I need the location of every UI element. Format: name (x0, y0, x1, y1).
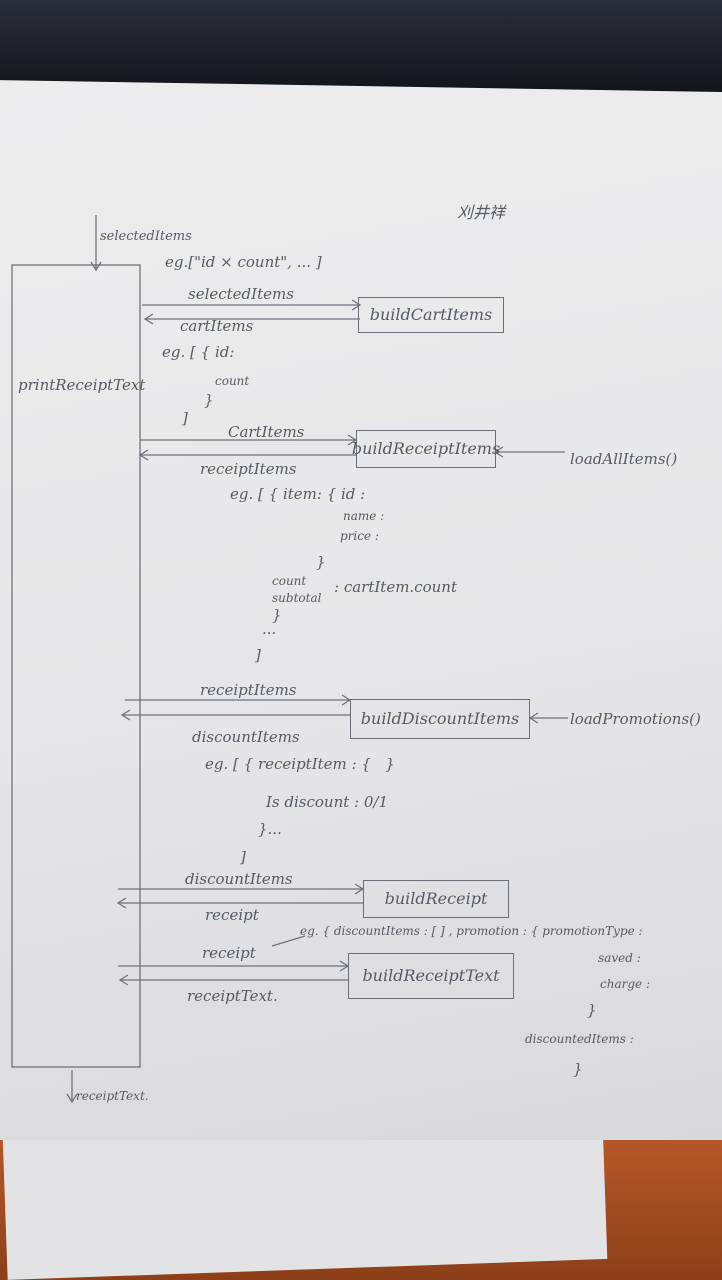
input-example: eg.["id × count", ... ] (165, 253, 322, 271)
build-receipt-text-box: buildReceiptText (348, 953, 514, 999)
flow-receipt-return: receipt (205, 906, 259, 924)
build-receipt-items-box: buildReceiptItems (352, 430, 500, 468)
flow-receipt-items-send: receiptItems (200, 681, 297, 699)
receipt-items-example-subtotal: subtotal (272, 591, 322, 605)
discount-items-example-close: }... (258, 820, 282, 838)
flow-discount-items-return: discountItems (192, 728, 300, 746)
cart-items-example-bracket: ] (182, 409, 188, 427)
flow-cart-items-return: cartItems (180, 317, 254, 335)
receipt-items-example-close-item: } (316, 553, 326, 571)
build-cart-items-label: buildCartItems (369, 305, 493, 324)
discount-items-example-flag: Is discount : 0/1 (266, 793, 388, 811)
receipt-items-example-cartcount: : cartItem.count (334, 578, 457, 596)
cart-items-example-brace: } (204, 391, 214, 409)
cart-items-example-open: eg. [ { id: (162, 343, 235, 361)
flow-receipt-items-return: receiptItems (200, 460, 297, 478)
build-receipt-box: buildReceipt (363, 880, 509, 918)
discount-items-example-bracket: ] (240, 848, 246, 866)
receipt-example-close-promotion: } (587, 1001, 597, 1019)
receipt-items-example-count: count (272, 574, 307, 588)
flow-selected-items: selectedItems (188, 285, 294, 303)
receipt-example-discounted: discountedItems : (525, 1032, 634, 1046)
receipt-example-charge: charge : (600, 977, 650, 991)
paper-sheet (0, 80, 722, 1140)
receipt-example-open: eg. { discountItems : [ ] , promotion : … (300, 924, 643, 938)
receipt-items-example-open: eg. [ { item: { id : (230, 485, 366, 503)
flow-receipt-text-return: receiptText. (187, 987, 278, 1005)
build-receipt-items-label: buildReceiptItems (351, 439, 501, 458)
build-discount-items-box: buildDiscountItems (350, 699, 530, 739)
main-function-label: printReceiptText (18, 376, 146, 394)
build-receipt-label: buildReceipt (384, 889, 488, 908)
build-receipt-text-label: buildReceiptText (362, 966, 500, 985)
cart-items-example-count: count (215, 374, 250, 388)
output-receipt-text: receiptText. (76, 1089, 149, 1103)
receipt-example-close: } (573, 1060, 583, 1078)
background-wall (0, 0, 722, 95)
header-note: 刈井祥 (457, 203, 506, 222)
receipt-items-example-bracket: ] (255, 646, 261, 664)
input-selected-items: selectedItems (100, 229, 192, 244)
load-promotions: loadPromotions() (570, 710, 701, 728)
flow-discount-items-send: discountItems (185, 870, 293, 888)
load-all-items: loadAllItems() (570, 450, 678, 468)
build-cart-items-box: buildCartItems (358, 297, 504, 333)
receipt-items-example-name: name : (343, 509, 385, 523)
discount-items-example-open: eg. [ { receiptItem : { } (205, 755, 395, 773)
receipt-items-example-price: price : (340, 529, 379, 543)
flow-cart-items-send: CartItems (228, 423, 305, 441)
flow-receipt-send: receipt (202, 944, 256, 962)
main-function-box (11, 264, 141, 1068)
receipt-example-saved: saved : (598, 951, 641, 965)
receipt-items-example-ellipsis: ... (262, 620, 277, 638)
receipt-items-example-close: } (272, 606, 282, 624)
build-discount-items-label: buildDiscountItems (360, 709, 520, 728)
